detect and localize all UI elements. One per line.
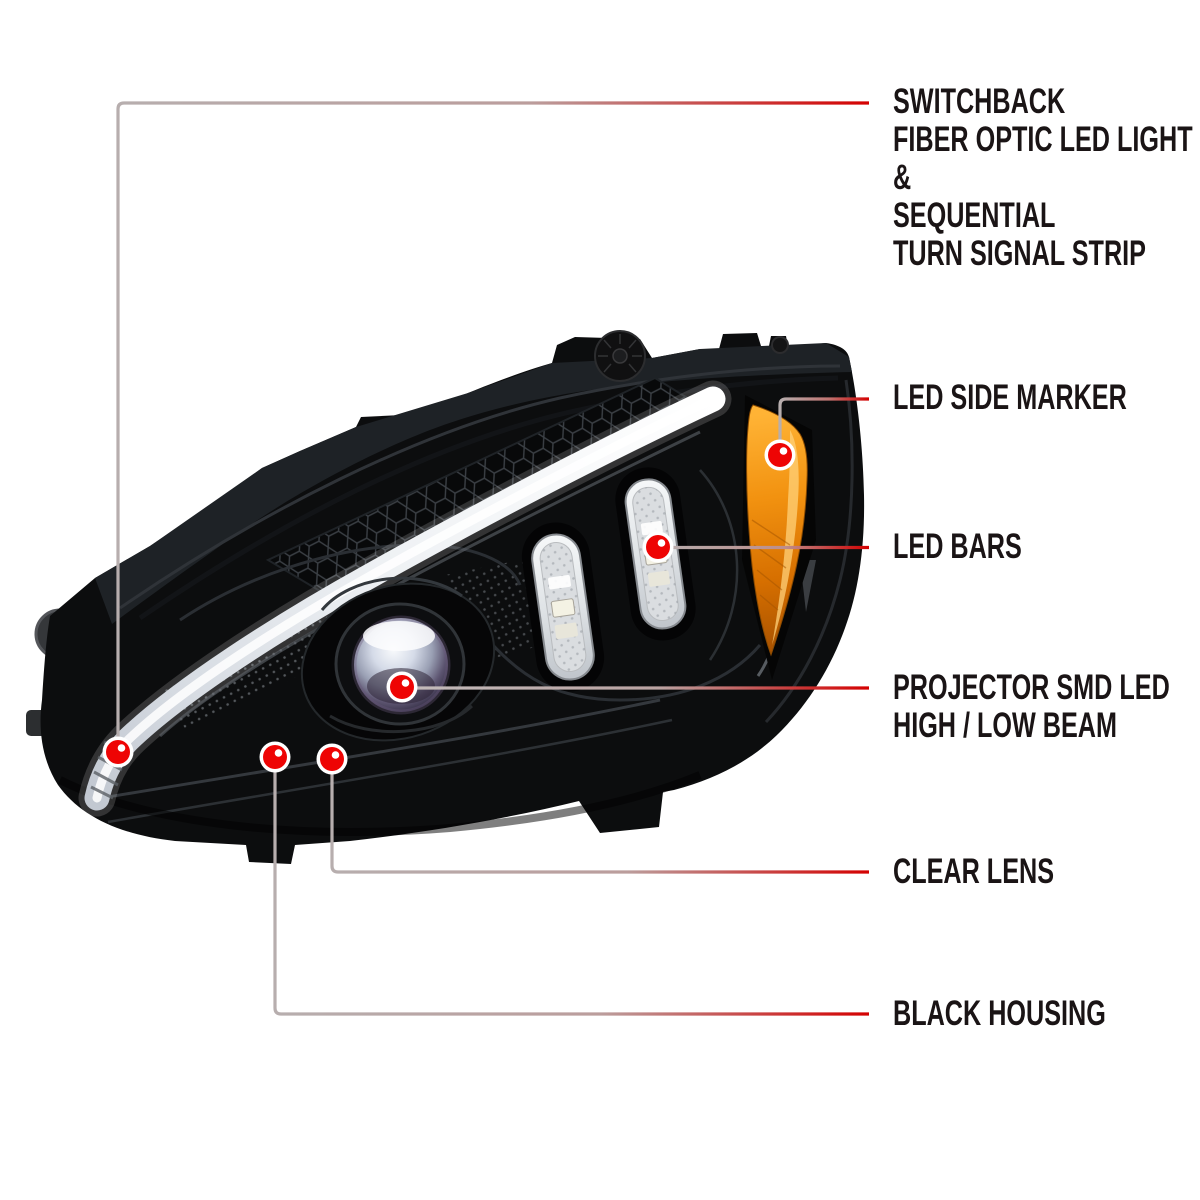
housing-top-chamfer	[95, 343, 852, 624]
callout-label-led-side-marker: LED SIDE MARKER	[893, 378, 1127, 417]
led-side-marker	[742, 395, 816, 680]
led-bar-left	[521, 522, 605, 692]
callout-line-switchback	[116, 101, 869, 745]
callout-dot-led-bars	[642, 531, 674, 563]
callout-line-led-side-marker	[778, 397, 869, 448]
callout-line-black-housing	[273, 764, 869, 1016]
callout-line-clear-lens	[330, 766, 869, 874]
callout-lines	[116, 101, 869, 1016]
housing-contours	[58, 379, 854, 836]
housing-top-groove-2	[138, 375, 839, 621]
callout-dot-black-housing	[259, 741, 291, 773]
projector-assembly	[300, 576, 496, 742]
callout-label-black-housing: BLACK HOUSING	[893, 994, 1106, 1033]
projector-lens-highlight	[363, 621, 435, 651]
callout-dots	[102, 439, 796, 775]
callout-label-projector: PROJECTOR SMD LED HIGH / LOW BEAM	[893, 668, 1170, 745]
callout-dot-switchback	[102, 736, 134, 768]
callout-dot-projector	[386, 671, 418, 703]
callout-label-led-bars: LED BARS	[893, 527, 1022, 566]
mounting-boss	[594, 330, 789, 382]
headlight-photo	[26, 330, 865, 864]
callout-dot-led-side-marker	[764, 439, 796, 471]
housing-top-groove	[119, 364, 841, 610]
callout-label-switchback: SWITCHBACK FIBER OPTIC LED LIGHT & SEQUE…	[893, 82, 1193, 273]
dot-texture-band	[160, 612, 352, 730]
callout-label-clear-lens: CLEAR LENS	[893, 852, 1055, 891]
callout-dot-clear-lens	[316, 743, 348, 775]
